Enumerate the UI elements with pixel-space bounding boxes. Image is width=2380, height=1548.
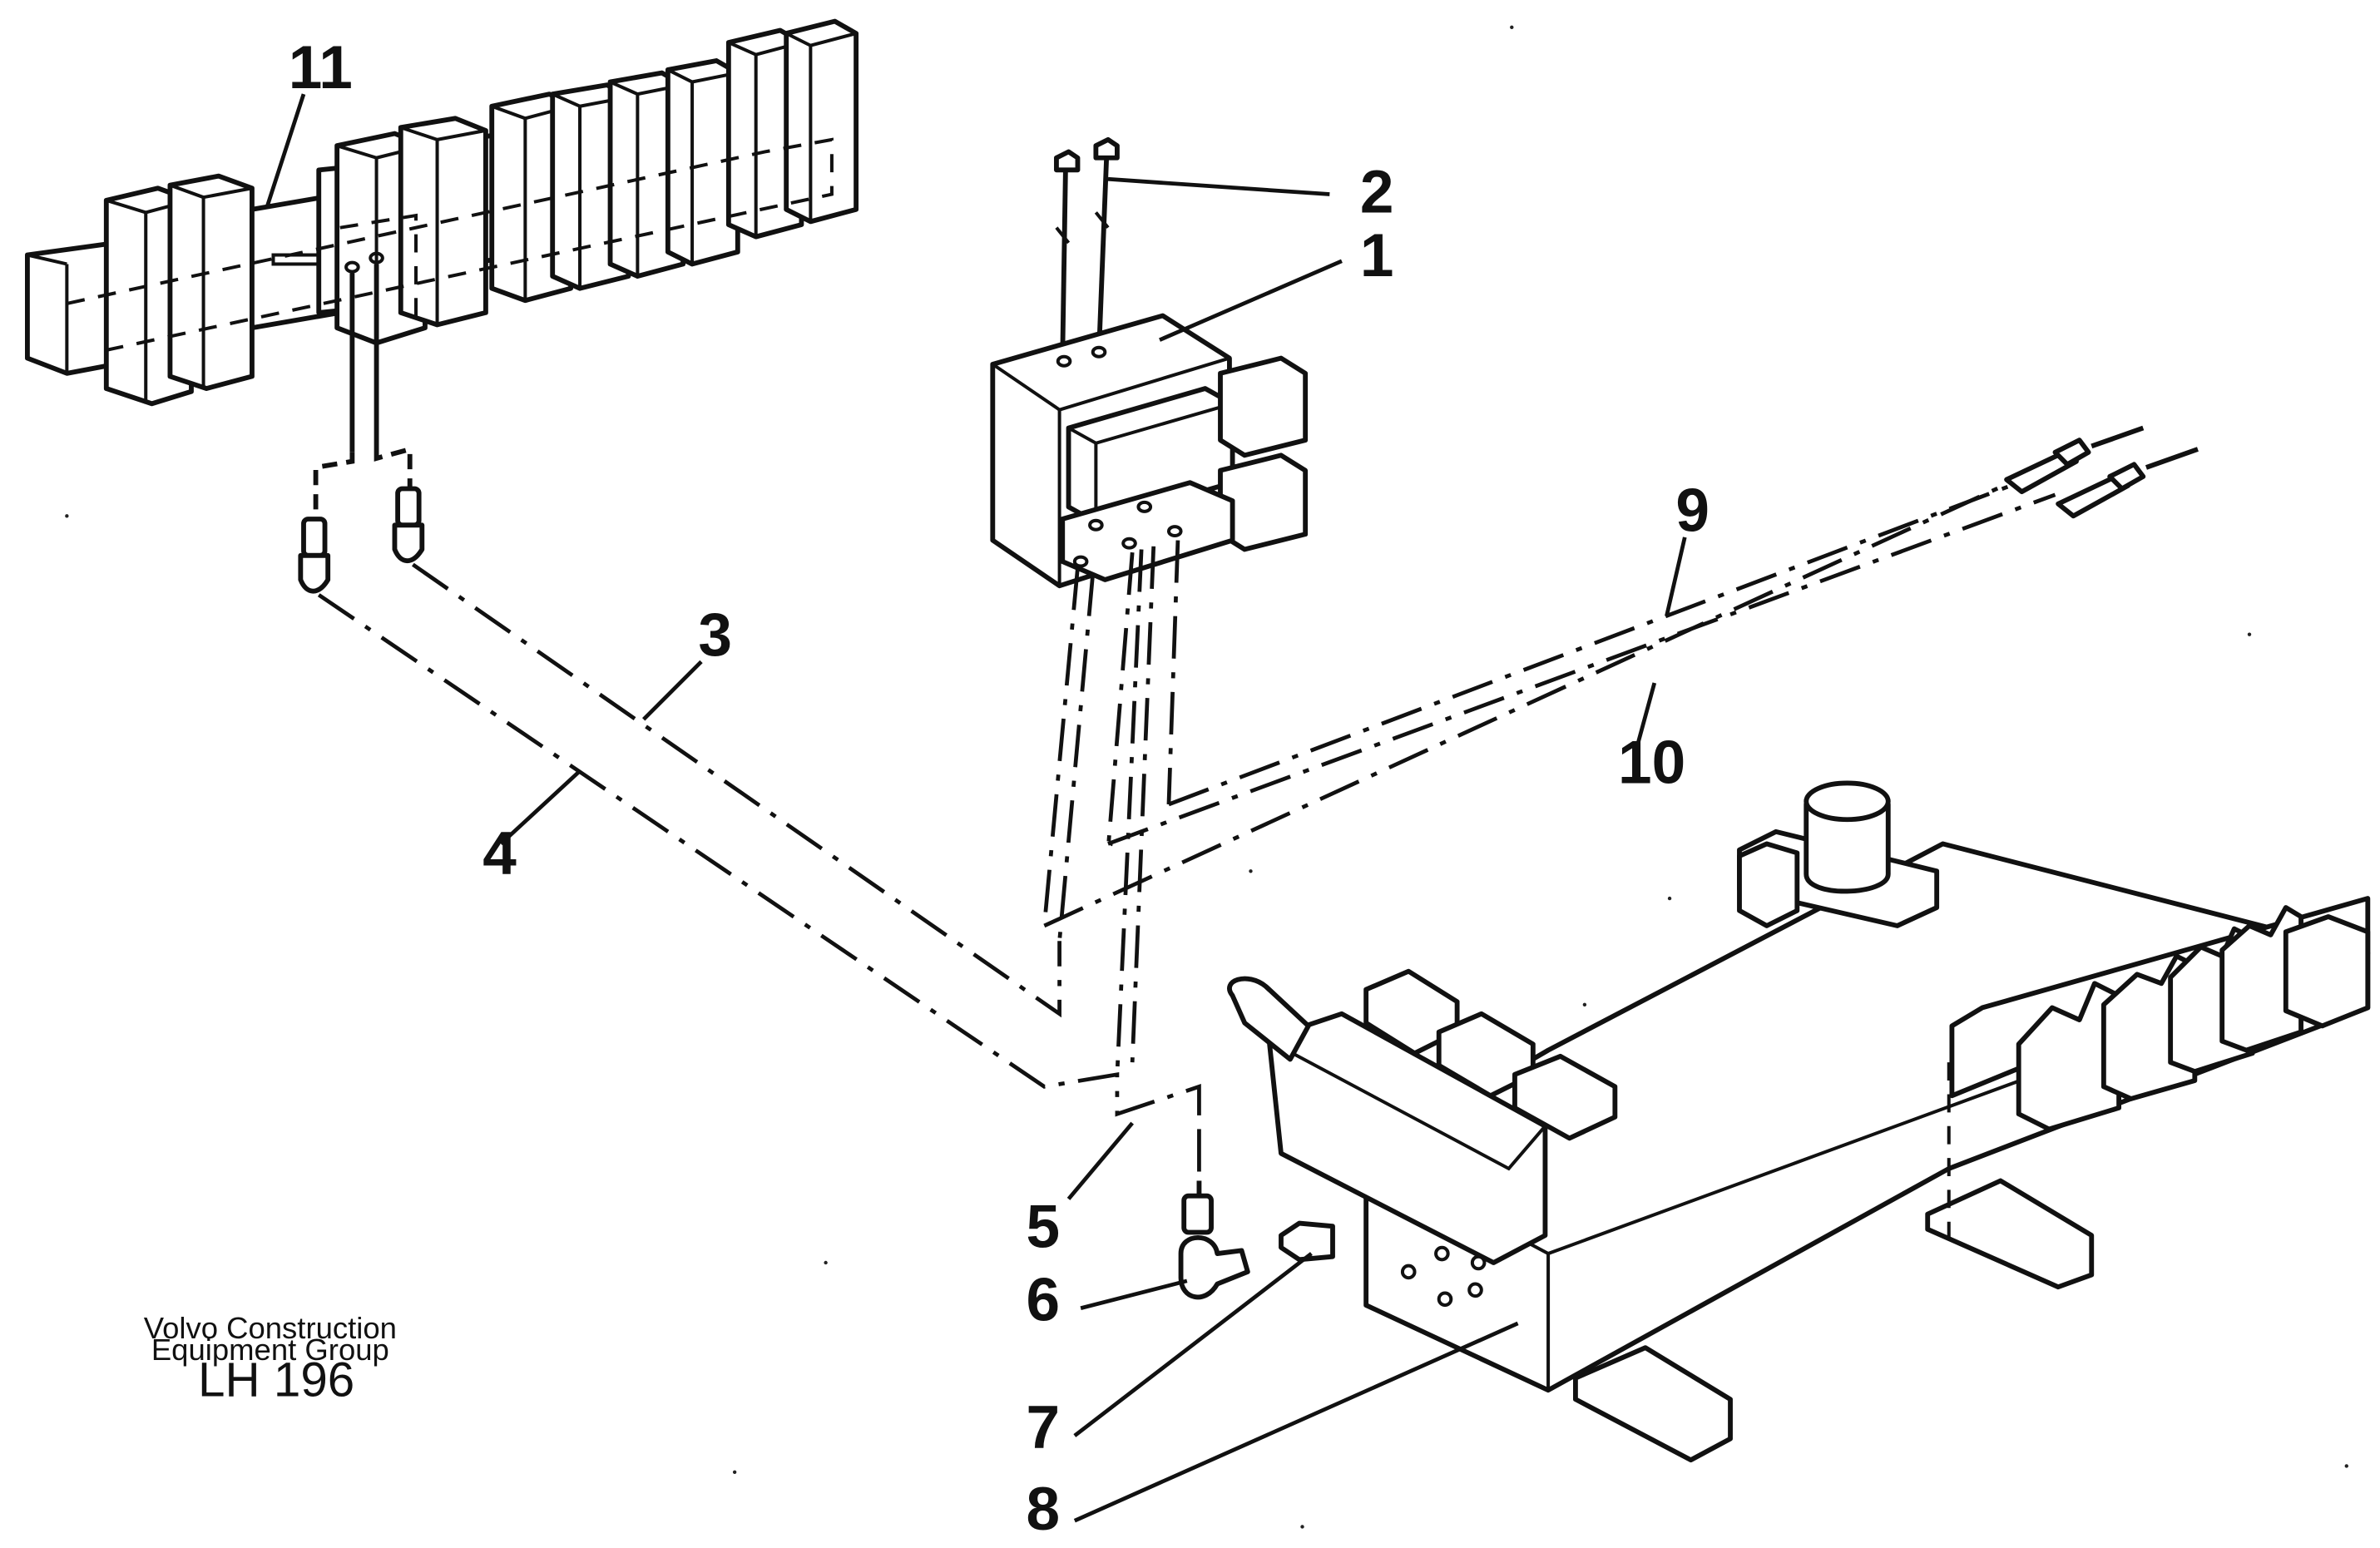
callout-4: 4 bbox=[482, 820, 517, 888]
brand-block: Volvo Construction Equipment Group LH 19… bbox=[144, 1311, 397, 1407]
scan-specks bbox=[65, 25, 2348, 1529]
hose-lines-3-4 bbox=[298, 264, 1201, 1181]
callout-9: 9 bbox=[1675, 477, 1710, 545]
brand-line-2: Equipment Group bbox=[151, 1333, 389, 1367]
valve-bank-assembly bbox=[25, 18, 859, 407]
callout-6: 6 bbox=[1026, 1266, 1060, 1333]
callout-numbers: 1 2 3 4 5 6 7 8 9 10 11 bbox=[289, 34, 1710, 1543]
fittings-5-6-7 bbox=[1178, 1180, 1406, 1300]
hose-lines-9-10 bbox=[1043, 425, 2199, 928]
callout-10: 10 bbox=[1618, 729, 1685, 796]
callout-8: 8 bbox=[1026, 1476, 1060, 1543]
callout-2: 2 bbox=[1360, 158, 1394, 225]
valve-block-assembly bbox=[990, 136, 1309, 1075]
callout-1: 1 bbox=[1360, 222, 1394, 289]
callout-leaders bbox=[265, 93, 1687, 1523]
callout-11: 11 bbox=[289, 34, 353, 101]
callout-7: 7 bbox=[1026, 1394, 1060, 1461]
callout-3: 3 bbox=[698, 601, 732, 669]
callout-5: 5 bbox=[1026, 1194, 1060, 1261]
brand-line-1: Volvo Construction bbox=[144, 1311, 397, 1345]
figure-code: LH 196 bbox=[198, 1353, 354, 1407]
main-control-valve-assembly bbox=[1227, 780, 2371, 1463]
